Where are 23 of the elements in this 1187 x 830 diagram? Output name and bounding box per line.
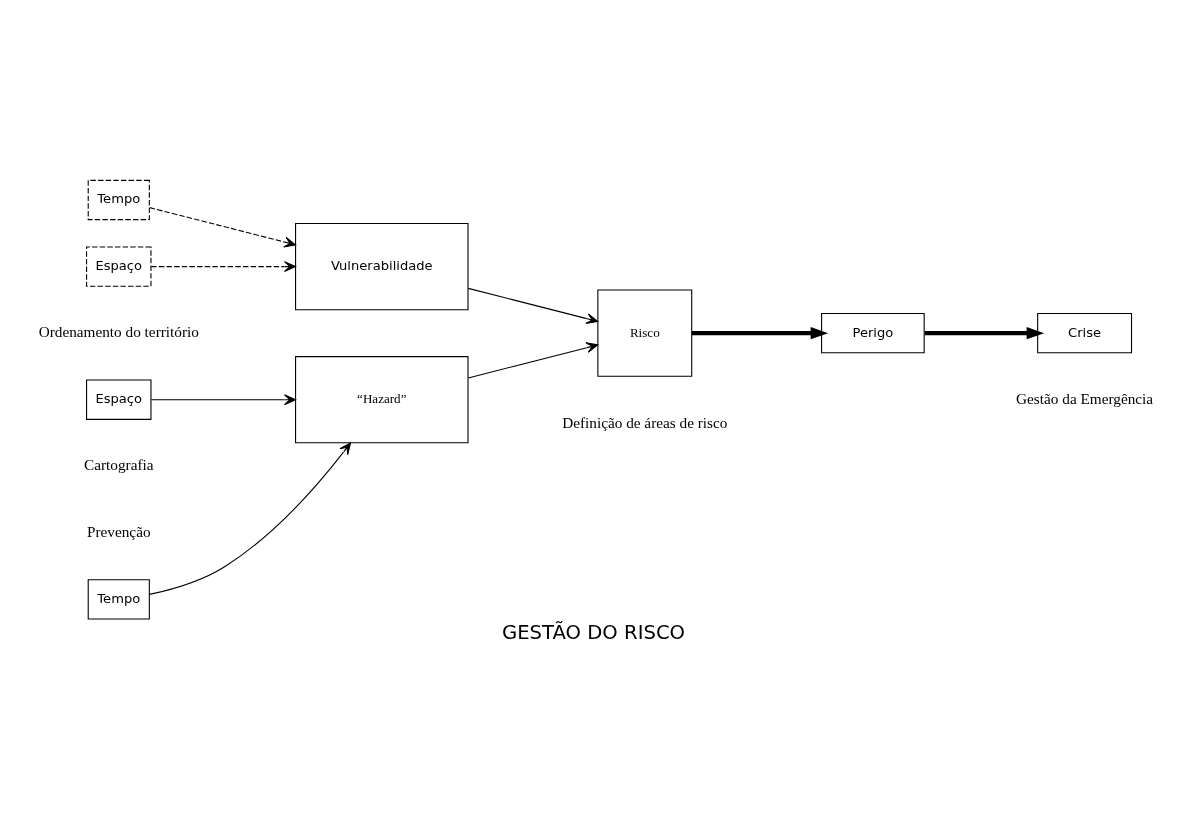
label: Definição de áreas de risco	[562, 413, 728, 431]
node-box: Espaço	[86, 246, 152, 287]
arrow	[467, 287, 599, 324]
arrow	[149, 442, 351, 595]
arrow	[150, 261, 296, 273]
arrow	[691, 327, 829, 340]
node-box: Vulnerabilidade	[295, 222, 469, 311]
node-box: Risco	[597, 289, 693, 377]
label: Cartografia	[84, 456, 154, 474]
label: Gestão da Emergência	[1016, 389, 1154, 407]
node-box: “Hazard”	[295, 356, 469, 444]
label: Ordenamento do território	[38, 323, 199, 341]
node-box: Perigo	[821, 312, 925, 354]
caption: GESTÃO DO RISCO	[501, 621, 686, 645]
node-box: Crise	[1037, 312, 1133, 354]
node-box: Espaço	[86, 379, 152, 420]
arrow	[150, 394, 296, 406]
arrow	[149, 207, 297, 248]
label: Prevenção	[86, 522, 151, 540]
arrow	[924, 327, 1045, 340]
node-box: Tempo	[87, 579, 150, 620]
arrow	[467, 342, 599, 379]
node-box: Tempo	[87, 179, 150, 221]
